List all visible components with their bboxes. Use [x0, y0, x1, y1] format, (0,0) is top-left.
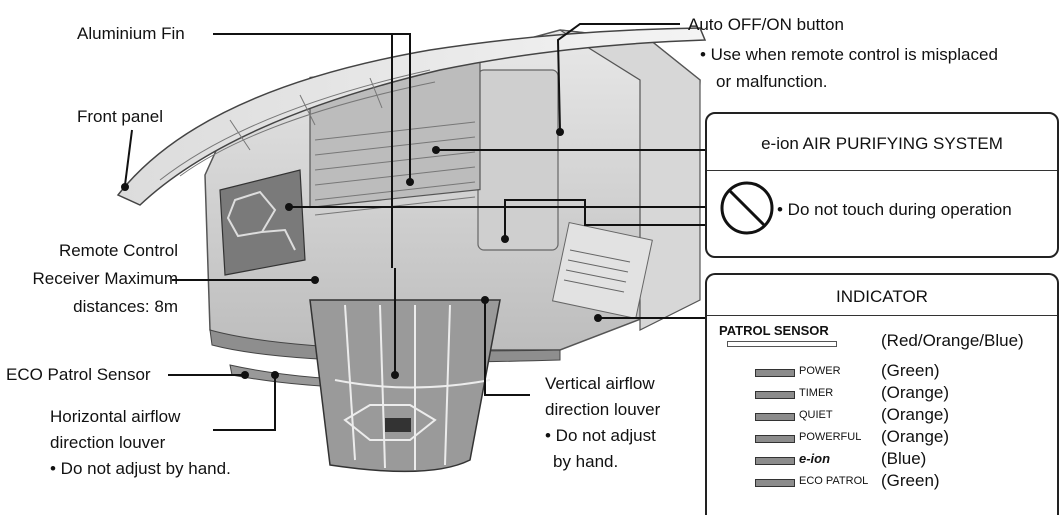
indicator-lamp	[755, 391, 795, 399]
patrol-sensor-colors: (Red/Orange/Blue)	[881, 331, 1024, 350]
leader-dots	[121, 128, 602, 379]
label-vertical-louver-line4: by hand.	[553, 452, 619, 471]
indicator-name: POWER	[799, 365, 841, 377]
indicator-title: INDICATOR	[836, 287, 928, 306]
label-remote-receiver-line2: Receiver Maximum	[32, 269, 178, 288]
indicator-name: POWERFUL	[799, 431, 862, 443]
leader-lines	[124, 23, 720, 431]
no-touch-prohibited-icon	[720, 181, 774, 235]
label-horizontal-louver-line3: • Do not adjust by hand.	[50, 459, 231, 478]
label-auto-button-line3: or malfunction.	[716, 72, 828, 91]
indicator-name: e-ion	[799, 451, 831, 466]
label-auto-button-line1: Auto OFF/ON button	[688, 15, 844, 34]
label-aluminium-fin: Aluminium Fin	[77, 24, 185, 43]
eion-box-divider	[707, 170, 1057, 171]
label-vertical-louver-line3: • Do not adjust	[545, 426, 656, 445]
indicator-divider	[707, 315, 1057, 316]
label-front-panel: Front panel	[77, 107, 163, 126]
indicator-name: TIMER	[799, 387, 834, 399]
label-vertical-louver-line1: Vertical airflow	[545, 374, 655, 393]
eion-box-title: e-ion AIR PURIFYING SYSTEM	[761, 134, 1003, 153]
patrol-sensor-bar	[727, 341, 837, 347]
indicator-color: (Green)	[881, 471, 940, 490]
indicator-lamp	[755, 413, 795, 421]
indicator-color: (Blue)	[881, 449, 927, 468]
air-filter	[309, 299, 501, 473]
indicator-color: (Orange)	[881, 383, 950, 402]
indicator-name: ECO PATROL	[799, 475, 869, 487]
patrol-sensor-label: PATROL SENSOR	[719, 323, 829, 338]
eion-info-box: e-ion AIR PURIFYING SYSTEM • Do not touc…	[705, 112, 1059, 258]
label-auto-button-line2: • Use when remote control is misplaced	[700, 45, 998, 64]
label-vertical-louver-line2: direction louver	[545, 400, 661, 419]
indicator-lamp	[755, 457, 795, 465]
label-horizontal-louver-line1: Horizontal airflow	[50, 407, 181, 426]
indicator-name: QUIET	[799, 409, 833, 421]
indicator-box: INDICATOR PATROL SENSOR (Red/Orange/Blue…	[705, 273, 1059, 515]
indicator-lamp	[755, 435, 795, 443]
label-eco-patrol-sensor: ECO Patrol Sensor	[6, 365, 151, 384]
indicator-lamp	[755, 479, 795, 487]
label-remote-receiver-line3: distances: 8m	[73, 297, 178, 316]
indicator-color: (Orange)	[881, 405, 950, 424]
eion-warning-text: • Do not touch during operation	[777, 200, 1012, 219]
indicator-color: (Green)	[881, 361, 940, 380]
indicator-color: (Orange)	[881, 427, 950, 446]
label-horizontal-louver-line2: direction louver	[50, 433, 166, 452]
indicator-lamp	[755, 369, 795, 377]
label-remote-receiver-line1: Remote Control	[58, 241, 178, 260]
